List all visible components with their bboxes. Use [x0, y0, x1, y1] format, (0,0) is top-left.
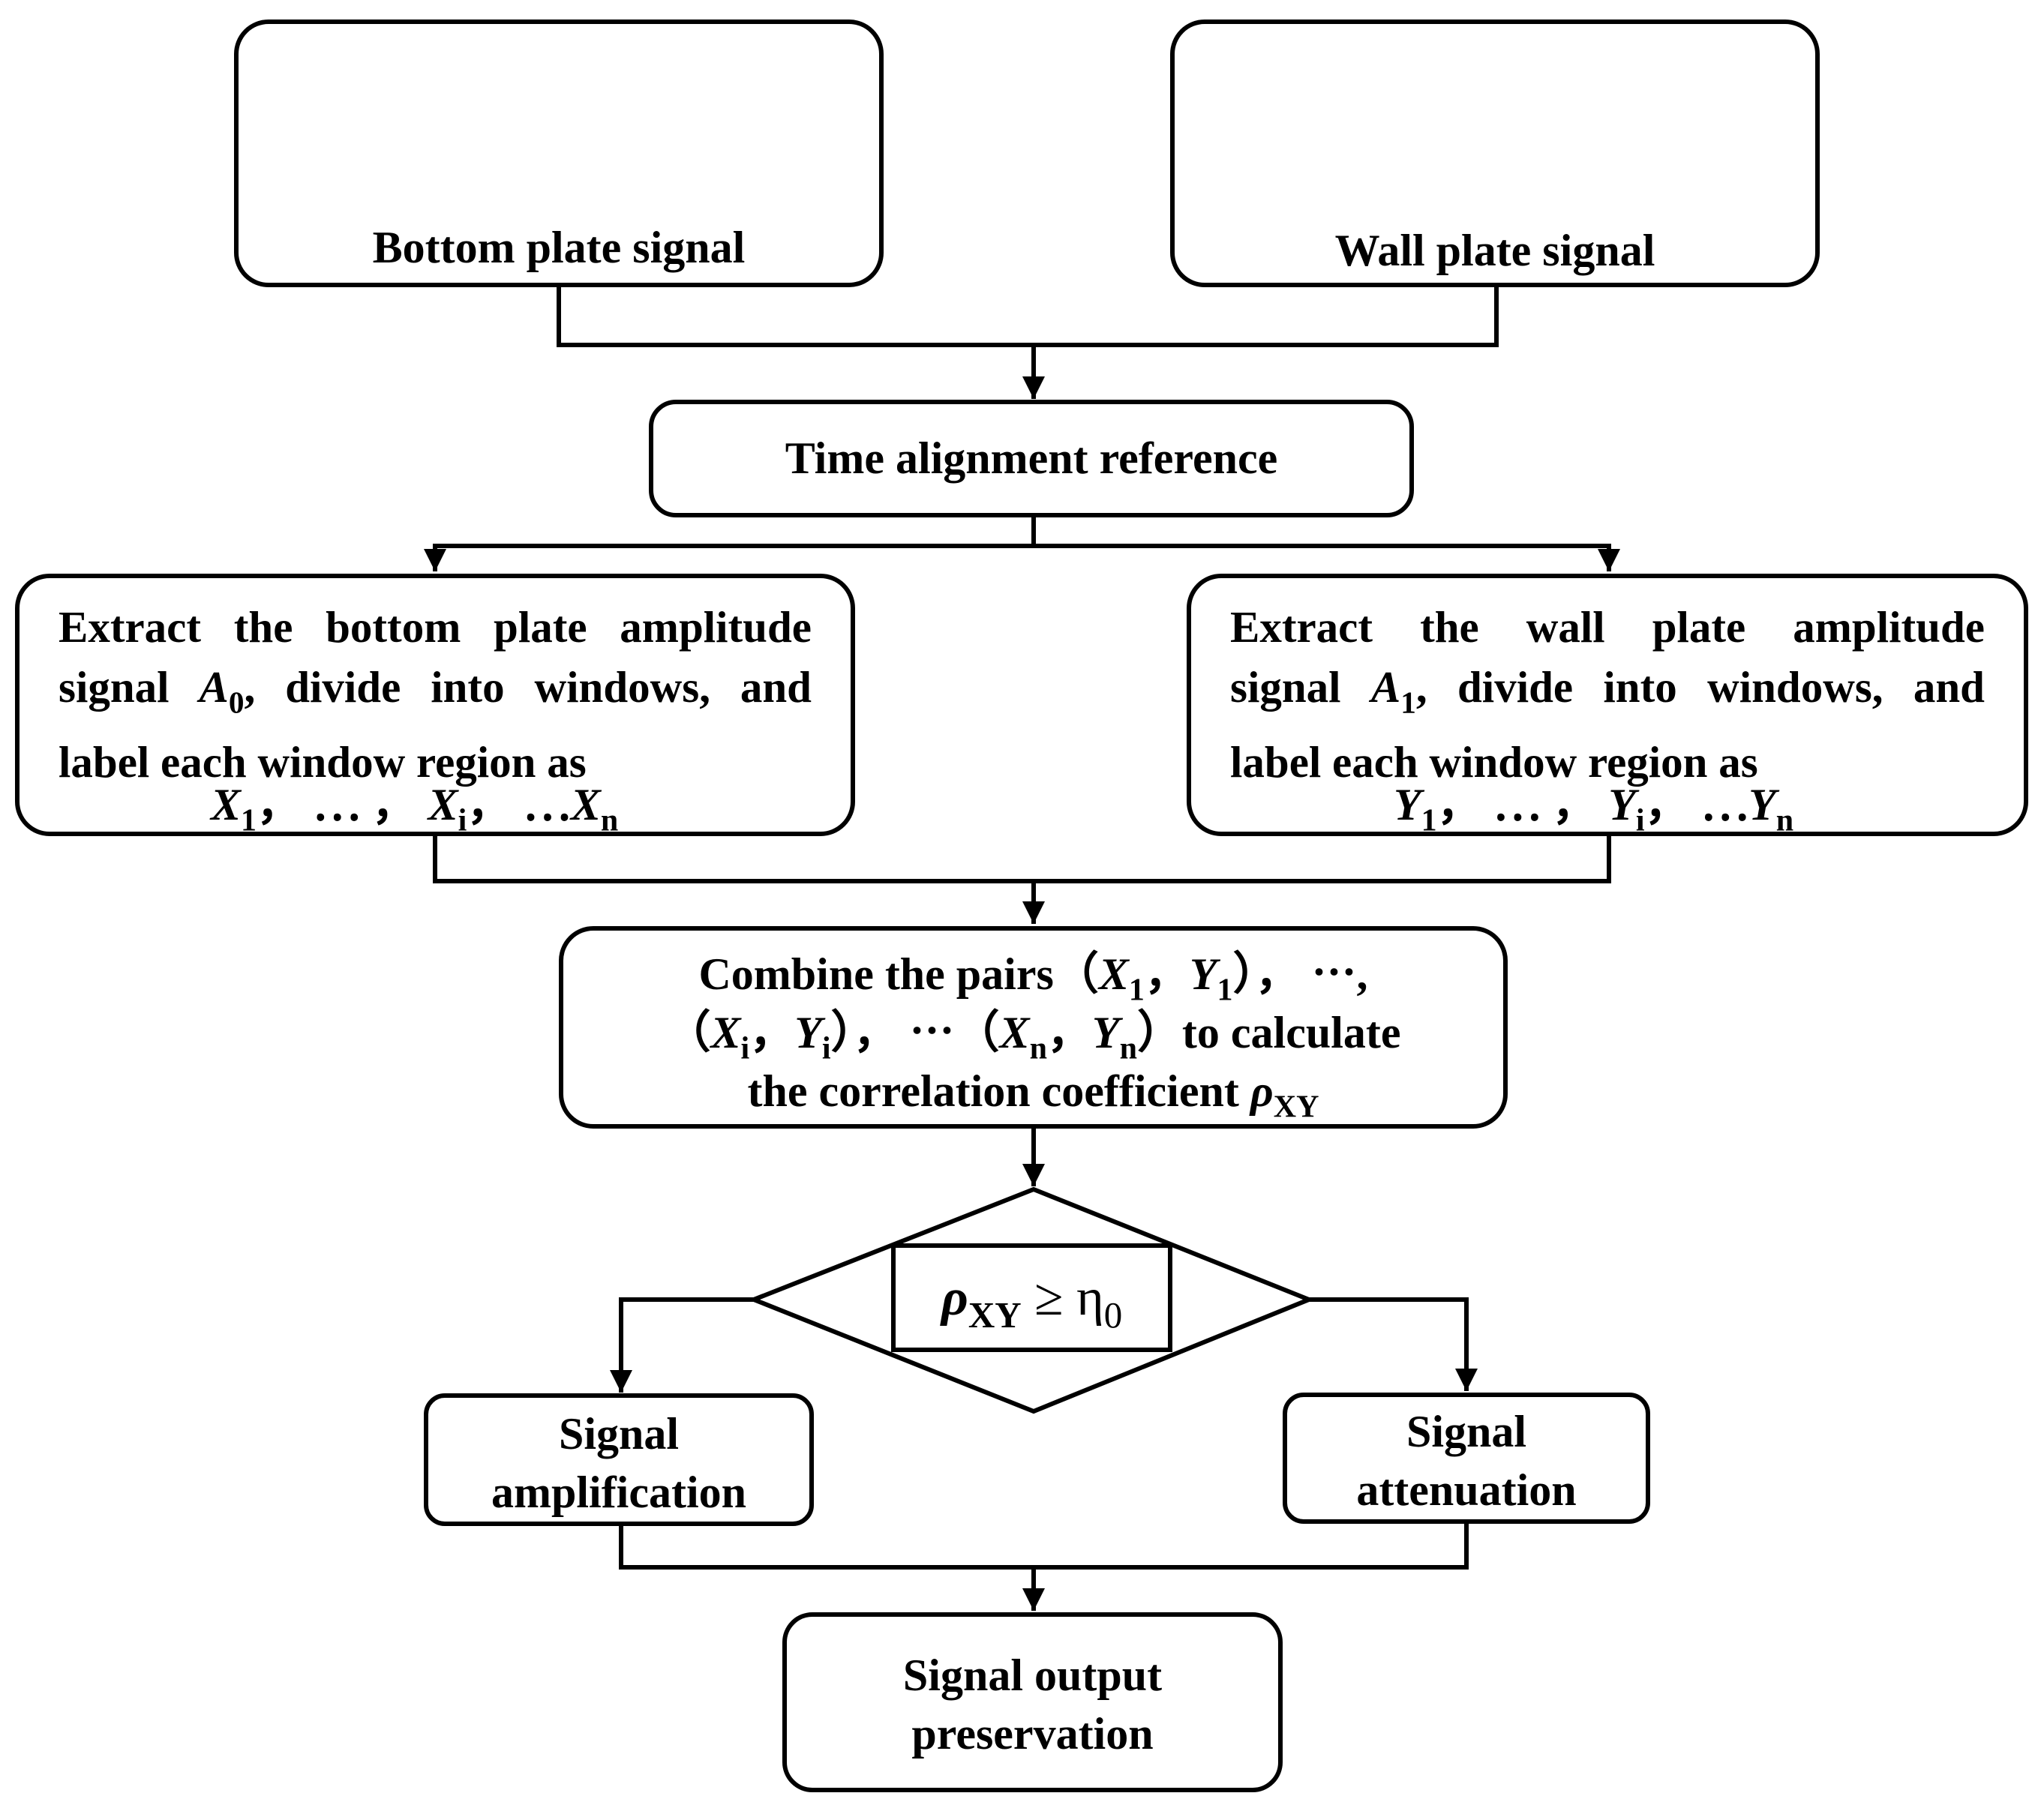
- combine-box: Combine the pairs（X1，Y1）， ⋯, （Xi，Yi）， ⋯（…: [559, 926, 1508, 1129]
- combine-line1: Combine the pairs（X1，Y1）， ⋯,: [698, 949, 1368, 1008]
- signal-amplification-line2: amplification: [491, 1468, 746, 1517]
- connector-split-right: [1034, 544, 1620, 571]
- signal-amplification-box: Signal amplification: [424, 1393, 814, 1526]
- extract-wall-sequence: Y1， ⋯ ， Yi， ⋯Yn: [1394, 780, 1794, 838]
- extract-wall-line1: Extract the wall plate amplitude: [1230, 602, 1985, 652]
- signal-attenuation-box: Signal attenuation: [1283, 1393, 1650, 1524]
- signal-output-line2: preservation: [911, 1709, 1154, 1759]
- connector-result-merge: [619, 1524, 1469, 1570]
- extract-wall-line3: label each window region as: [1230, 737, 1758, 787]
- extract-bottom-line2: signal A0, divide into windows, and: [59, 662, 812, 720]
- combine-line2: （Xi，Yi）， ⋯（Xn，Yn）to calculate: [665, 1008, 1401, 1066]
- connector-decision-right: [1309, 1297, 1478, 1391]
- connector-extract-merge: [433, 836, 1611, 883]
- combine-line3: the correlation coefficient ρXY: [747, 1066, 1319, 1125]
- time-alignment-box: Time alignment reference: [649, 400, 1414, 517]
- signal-output-box: Signal output preservation: [782, 1612, 1283, 1792]
- extract-wall-box: Extract the wall plate amplitude signal …: [1187, 574, 2028, 838]
- connector-decision-left: [610, 1297, 754, 1393]
- signal-output-line1: Signal output: [902, 1651, 1163, 1700]
- signal-attenuation-line1: Signal: [1406, 1407, 1527, 1456]
- condition-box: ρXY ≥ η0: [891, 1243, 1172, 1352]
- extract-bottom-box: Extract the bottom plate amplitude signa…: [15, 574, 855, 838]
- extract-wall-line2: signal A1, divide into windows, and: [1230, 662, 1985, 720]
- time-alignment-label: Time alignment reference: [785, 433, 1278, 483]
- extract-bottom-line1: Extract the bottom plate amplitude: [59, 602, 812, 652]
- wall-plate-signal-label: Wall plate signal: [1334, 226, 1655, 275]
- wall-plate-signal-box: Wall plate signal: [1170, 19, 1820, 287]
- connector-bottom-signal-merge: [557, 287, 1499, 347]
- extract-bottom-sequence: X1， ⋯ ， Xi， ⋯Xn: [211, 780, 619, 838]
- connector-split-left: [424, 544, 1034, 571]
- extract-bottom-line3: label each window region as: [59, 737, 587, 787]
- bottom-plate-signal-label: Bottom plate signal: [372, 223, 746, 272]
- signal-attenuation-line2: attenuation: [1356, 1465, 1577, 1515]
- bottom-plate-signal-box: Bottom plate signal: [234, 19, 884, 287]
- signal-amplification-line1: Signal: [558, 1409, 680, 1459]
